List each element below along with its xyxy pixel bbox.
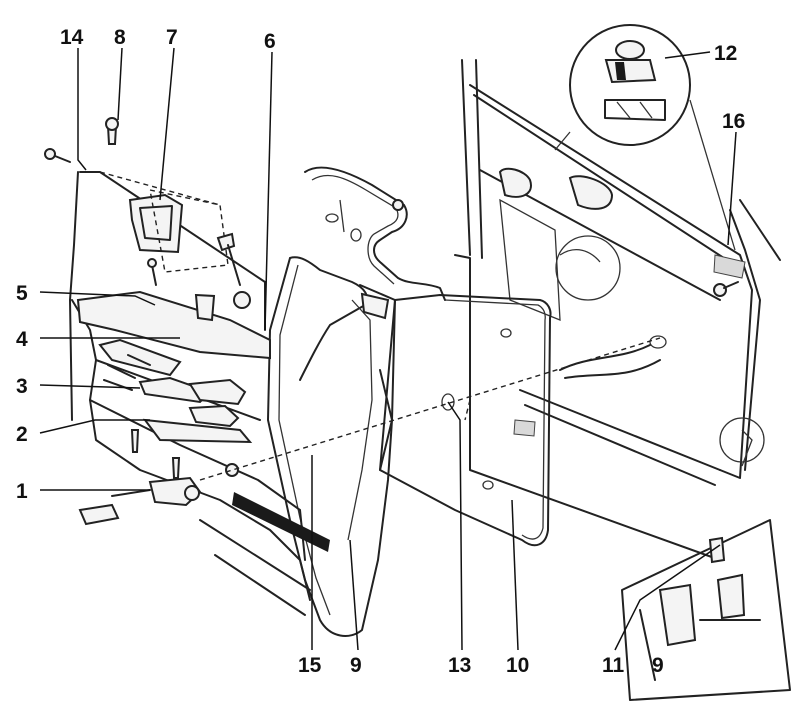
callout-14: 14 — [60, 26, 84, 49]
callout-13: 13 — [448, 654, 471, 677]
callout-4: 4 — [16, 328, 28, 351]
callout-15: 15 — [298, 654, 322, 677]
door-seal-frame — [267, 166, 446, 637]
callout-16: 16 — [722, 110, 745, 133]
armrest-screws-parts — [78, 337, 661, 526]
lower-detail-magnifier — [621, 417, 791, 701]
callout-numbers: 14 8 7 6 12 16 5 4 3 2 1 15 9 13 10 11 9 — [16, 26, 745, 677]
door-trim-panel — [69, 171, 330, 616]
callout-8: 8 — [114, 26, 126, 49]
callout-9-right: 9 — [652, 654, 664, 677]
callout-7: 7 — [166, 26, 178, 49]
fastener-screws — [44, 148, 739, 297]
callout-2: 2 — [16, 423, 28, 446]
callout-9-left: 9 — [350, 654, 362, 677]
callout-11: 11 — [602, 654, 625, 677]
clip-detail-magnifier — [554, 24, 736, 301]
callout-10: 10 — [506, 654, 529, 677]
door-inner-frame — [454, 59, 781, 561]
trim-board-panel — [379, 294, 552, 547]
callout-3: 3 — [16, 375, 28, 398]
door-handle-latch — [99, 117, 251, 322]
callout-12: 12 — [714, 42, 737, 65]
leader-lines — [39, 47, 737, 651]
callout-6: 6 — [264, 30, 276, 53]
callout-5: 5 — [16, 282, 28, 305]
callout-1: 1 — [16, 480, 28, 503]
